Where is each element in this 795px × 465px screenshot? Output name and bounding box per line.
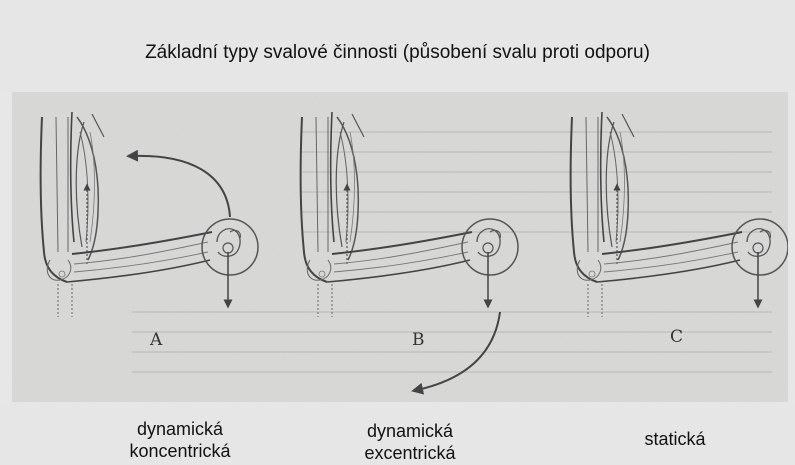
panel-b-letter: B — [412, 330, 425, 350]
panel-c-letter: C — [670, 327, 683, 347]
caption-b-line1: dynamická — [310, 420, 510, 442]
diagram-title: Základní typy svalové činnosti (působení… — [0, 42, 795, 64]
arm-illustrations: A B C — [12, 92, 788, 402]
caption-b-line2: excentrická — [310, 442, 510, 464]
caption-c-line2: statická — [575, 428, 775, 450]
caption-c: statická — [575, 428, 775, 450]
caption-a-line2: koncentrická — [80, 440, 280, 462]
panel-a-letter: A — [149, 330, 163, 350]
caption-a: dynamická koncentrická — [80, 418, 280, 462]
caption-a-line1: dynamická — [80, 418, 280, 440]
caption-b: dynamická excentrická — [310, 420, 510, 464]
illustration-area: A B C — [12, 92, 788, 402]
